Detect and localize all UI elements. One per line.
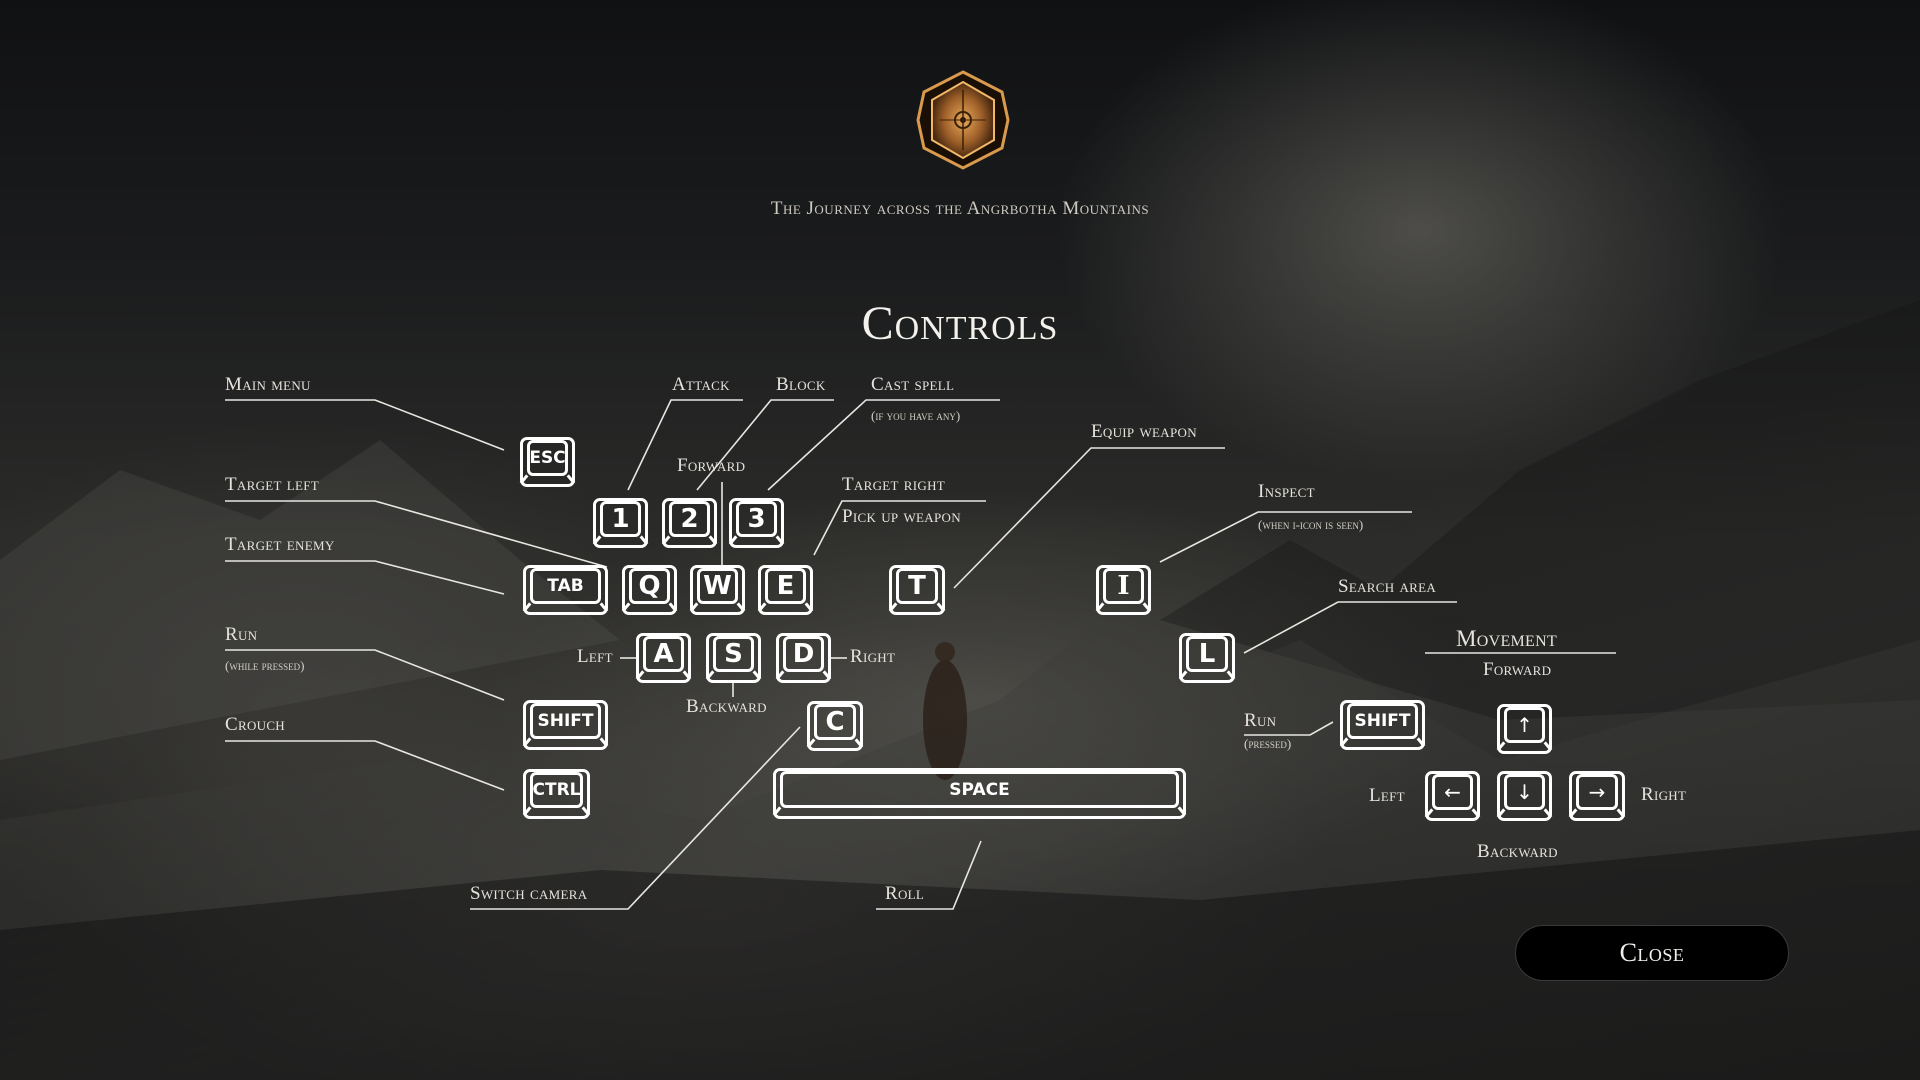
label-target-enemy: Target enemy — [225, 534, 335, 555]
label-right: Right — [850, 646, 896, 667]
key-l: L — [1178, 633, 1236, 683]
label-search-area: Search area — [1338, 576, 1437, 597]
label-run-note: (while pressed) — [225, 658, 305, 673]
arrow-up-icon: ↑ — [1504, 707, 1545, 743]
key-3: 3 — [728, 498, 785, 548]
movement-forward-label: Forward — [1483, 659, 1552, 680]
key-arrow-right: → — [1568, 771, 1626, 821]
key-w: W — [689, 565, 746, 615]
label-main-menu: Main menu — [225, 374, 311, 395]
key-tab: TAB — [522, 565, 609, 615]
key-shift-right: SHIFT — [1339, 700, 1426, 750]
key-space: SPACE — [772, 768, 1187, 819]
movement-left-label: Left — [1369, 785, 1405, 806]
label-roll: Roll — [885, 883, 925, 904]
key-c: C — [806, 701, 864, 751]
label-block: Block — [776, 374, 826, 395]
key-e: E — [757, 565, 814, 615]
key-shift-left: SHIFT — [522, 700, 609, 750]
key-1: 1 — [592, 498, 649, 548]
label-equip-weapon: Equip weapon — [1091, 421, 1197, 442]
movement-run-label: Run — [1244, 710, 1277, 731]
page-title: Controls — [861, 297, 1059, 350]
key-t: T — [888, 565, 946, 615]
key-arrow-up: ↑ — [1496, 704, 1553, 754]
label-crouch: Crouch — [225, 714, 285, 735]
close-button[interactable]: Close — [1515, 925, 1789, 981]
key-esc: ESC — [519, 437, 576, 487]
key-q: Q — [621, 565, 678, 615]
movement-backward-label: Backward — [1477, 841, 1558, 862]
key-i: I — [1095, 565, 1152, 615]
label-run: Run — [225, 624, 258, 645]
label-forward: Forward — [677, 455, 746, 476]
label-inspect-note: (when i-icon is seen) — [1258, 517, 1364, 532]
arrow-down-icon: ↓ — [1504, 774, 1545, 810]
game-subtitle: The Journey across the Angrbotha Mountai… — [770, 198, 1150, 219]
label-target-right: Target right — [842, 474, 946, 495]
key-s: S — [705, 633, 762, 683]
key-d: D — [775, 633, 832, 683]
movement-run-note: (pressed) — [1244, 736, 1292, 751]
key-arrow-left: ← — [1424, 771, 1481, 821]
key-arrow-down: ↓ — [1496, 771, 1553, 821]
movement-right-label: Right — [1641, 784, 1687, 805]
key-ctrl: CTRL — [522, 769, 591, 819]
arrow-left-icon: ← — [1432, 774, 1473, 810]
label-cast-spell: Cast spell — [871, 374, 955, 395]
movement-title: Movement — [1456, 626, 1558, 651]
label-backward: Backward — [686, 696, 767, 717]
label-inspect: Inspect — [1258, 481, 1315, 502]
key-a: A — [635, 633, 692, 683]
arrow-right-icon: → — [1576, 774, 1618, 810]
label-switch-camera: Switch camera — [470, 883, 588, 904]
key-2: 2 — [661, 498, 718, 548]
label-target-left: Target left — [225, 474, 320, 495]
label-cast-spell-note: (if you have any) — [871, 408, 961, 423]
label-pick-up-weapon: Pick up weapon — [842, 506, 961, 527]
label-left: Left — [577, 646, 613, 667]
label-attack: Attack — [672, 374, 730, 395]
emblem-icon — [914, 70, 1012, 170]
